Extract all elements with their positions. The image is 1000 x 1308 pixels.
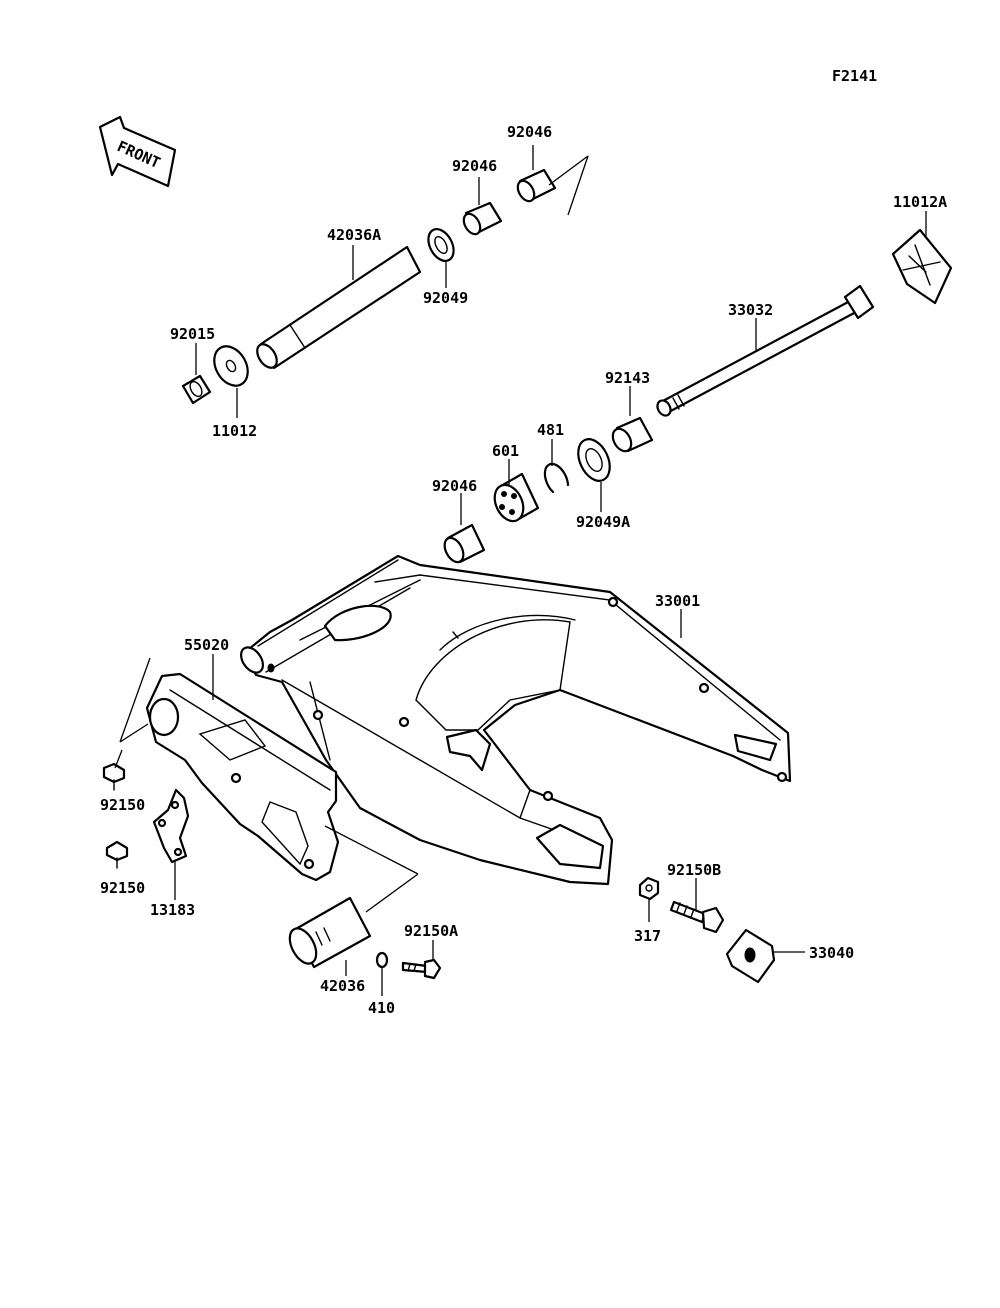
label-92046-low: 92046 <box>432 477 477 495</box>
chain-guard-55020 <box>145 672 340 882</box>
label-92150-upper: 92150 <box>100 796 145 814</box>
front-direction-arrow: FRONT <box>98 115 177 188</box>
nut-317 <box>638 876 660 901</box>
sleeve-42036A <box>256 245 422 370</box>
label-11012A: 11012A <box>893 193 947 211</box>
bolt-92150A <box>401 958 442 980</box>
bolt-92150B <box>669 900 725 934</box>
diagram-code: F2141 <box>832 67 877 85</box>
label-42036A: 42036A <box>327 226 381 244</box>
label-42036: 42036 <box>320 977 365 995</box>
group-line-55020-b <box>119 723 149 743</box>
oil-seal-92049A <box>577 438 611 482</box>
group-line-42036-b <box>365 873 419 913</box>
bracket-13183 <box>152 788 190 864</box>
nut-92015 <box>181 374 212 405</box>
needle-bearing-92046-low <box>443 523 486 564</box>
label-92150-lower: 92150 <box>100 879 145 897</box>
label-481: 481 <box>537 421 564 439</box>
circlip-481 <box>543 462 570 494</box>
collar-92143 <box>611 416 654 453</box>
label-410: 410 <box>368 999 395 1017</box>
group-line-42036-a <box>324 825 419 875</box>
pivot-shaft-33032 <box>656 284 875 417</box>
label-55020: 55020 <box>184 636 229 654</box>
cap-11012 <box>213 345 249 387</box>
adjuster-block-33040 <box>725 928 776 984</box>
bolt-92150-lower <box>105 840 129 869</box>
ball-bearing-601 <box>493 472 540 523</box>
label-11012: 11012 <box>212 422 257 440</box>
needle-bearing-92046-top <box>516 168 557 203</box>
washer-410 <box>375 951 389 969</box>
label-92150A: 92150A <box>404 922 458 940</box>
label-33040: 33040 <box>809 944 854 962</box>
sleeve-42036 <box>288 896 372 969</box>
label-33001: 33001 <box>655 592 700 610</box>
oil-seal-92049 <box>427 228 455 262</box>
swingarm-33001 <box>239 554 792 886</box>
label-92049A: 92049A <box>576 513 630 531</box>
cap-11012A <box>891 228 953 305</box>
group-line-55020-a <box>119 657 151 743</box>
label-317: 317 <box>634 927 661 945</box>
label-92143: 92143 <box>605 369 650 387</box>
label-33032: 33032 <box>728 301 773 319</box>
label-13183: 13183 <box>150 901 195 919</box>
leader-92150-upper <box>114 749 123 769</box>
bolt-92150-upper <box>102 762 126 791</box>
label-92049: 92049 <box>423 289 468 307</box>
label-92046-top: 92046 <box>507 123 552 141</box>
group-line-a <box>548 155 589 186</box>
group-line-b <box>567 155 589 216</box>
label-92046-mid: 92046 <box>452 157 497 175</box>
label-92015: 92015 <box>170 325 215 343</box>
needle-bearing-92046-mid <box>462 201 503 236</box>
label-92150B: 92150B <box>667 861 721 879</box>
label-601: 601 <box>492 442 519 460</box>
